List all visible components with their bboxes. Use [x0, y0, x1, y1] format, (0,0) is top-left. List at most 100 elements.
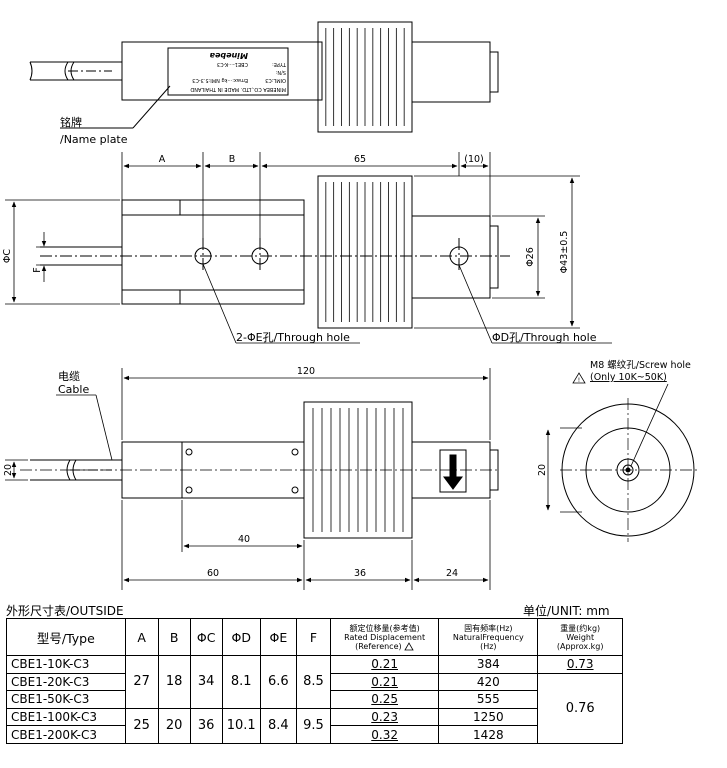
- bellows-ribs: [325, 28, 405, 126]
- cell-displacement: 0.25: [329, 690, 440, 709]
- dim-phi43: Φ43±0.5: [559, 231, 570, 274]
- dim-20-right: 20: [537, 464, 548, 476]
- load-direction-box: [439, 449, 467, 493]
- nameplate-mfr: MINEBEA CO.,LTD. MADE IN THAILAND: [190, 86, 286, 92]
- callout-through-hole-d: ΦD孔/Through hole: [492, 331, 597, 344]
- cell-c: 34: [189, 655, 223, 709]
- dim-65: 65: [354, 154, 366, 165]
- header-disp-cn: 额定位移量(参考值): [349, 623, 420, 633]
- bottom-dimension-labels: 120 20 40 60 36 24 电缆 Cable: [3, 366, 458, 579]
- cell-frequency: 1428: [438, 725, 539, 744]
- load-direction-arrow-icon: [443, 454, 463, 490]
- cell-a: 27: [124, 655, 159, 709]
- cell-b: 18: [157, 655, 191, 709]
- cell-c: 36: [189, 707, 223, 744]
- dim-a: A: [159, 154, 166, 165]
- nameplate-year: OIML:C3: [265, 77, 286, 83]
- cell-type: CBE1-20K-C3: [6, 672, 126, 692]
- header-weight-en2: (Approx.kg): [556, 641, 604, 651]
- dim-36: 36: [354, 568, 366, 579]
- nameplate-text: MINEBEA CO.,LTD. MADE IN THAILAND OIML:C…: [190, 51, 287, 92]
- header-disp-en2-wrap: (Reference): [331, 642, 438, 651]
- header-c: ΦC: [189, 618, 223, 656]
- end-view-labels: 20 M8 螺纹孔/Screw hole (Only 10K~50K) !: [537, 359, 691, 476]
- bottom-screw-2: [185, 486, 193, 494]
- header-type: 型号/Type: [6, 618, 126, 656]
- dim-b: B: [229, 154, 236, 165]
- dim-40: 40: [238, 534, 250, 545]
- header-f: F: [295, 618, 331, 656]
- dim-10: (10): [464, 154, 484, 165]
- table-row: CBE1-200K-C3 0.32 1428: [6, 725, 623, 744]
- table-title: 外形尺寸表/OUTSIDE: [6, 604, 124, 618]
- cell-f: 8.5: [295, 655, 331, 709]
- front-dimension-labels: A B 65 (10) ΦC F Φ26 Φ43±0.5 2-ΦE孔/Throu…: [2, 154, 597, 344]
- cell-frequency: 420: [438, 672, 539, 692]
- nameplate-model: CBE1-···K-C3: [217, 61, 248, 67]
- cell-d: 8.1: [221, 655, 261, 709]
- front-centerline: [40, 238, 510, 272]
- cell-displacement: 0.32: [329, 725, 440, 744]
- nameplate-leader: 铭牌 /Name plate: [60, 85, 171, 146]
- cell-type: CBE1-100K-C3: [6, 707, 126, 727]
- bottom-screw-4: [291, 486, 299, 494]
- table-row: CBE1-100K-C3 25 20 36 10.1 8.4 9.5 0.23 …: [6, 707, 623, 744]
- top-end: [411, 41, 491, 103]
- cell-displacement: 0.21: [329, 672, 440, 692]
- callout-screw-hole: M8 螺纹孔/Screw hole: [590, 359, 691, 371]
- top-body: [121, 41, 323, 101]
- table-row: CBE1-20K-C3 0.21 420 0.76: [6, 672, 623, 744]
- cell-frequency: 555: [438, 690, 539, 709]
- bottom-screw-3: [291, 448, 299, 456]
- nameplate-type: TYPE:: [272, 61, 287, 67]
- dimension-table: 型号/Type A B ΦC ΦD ΦE F 额定位移量(参考值) Rated …: [6, 618, 623, 744]
- cell-weight: 0.73: [537, 655, 623, 674]
- dim-120: 120: [297, 366, 315, 377]
- header-weight-cn: 重量(约kg): [560, 623, 601, 633]
- dim-f: F: [32, 267, 43, 272]
- nameplate-brand: Minebea: [210, 51, 248, 60]
- table-unit: 单位/UNIT: mm: [523, 604, 610, 618]
- bottom-dimensions: [5, 368, 491, 590]
- through-hole-e-2: [251, 247, 269, 265]
- dim-20-left: 20: [3, 464, 14, 476]
- cell-displacement: 0.23: [329, 707, 440, 727]
- callout-through-hole-e: 2-ΦE孔/Through hole: [236, 331, 350, 344]
- dim-phi-c: ΦC: [2, 249, 13, 263]
- header-a: A: [124, 618, 159, 656]
- header-e: ΦE: [259, 618, 297, 656]
- front-end: [411, 215, 491, 299]
- bottom-view: [20, 401, 500, 539]
- technical-drawing: MINEBEA CO.,LTD. MADE IN THAILAND OIML:C…: [2, 21, 700, 590]
- warning-triangle-icon: [404, 641, 414, 650]
- cell-displacement: 0.21: [329, 655, 440, 674]
- front-body: [121, 199, 305, 305]
- header-weight: 重量(约kg) Weight (Approx.kg): [537, 618, 623, 656]
- dim-24: 24: [446, 568, 458, 579]
- cable-label-cn: 电缆: [58, 370, 80, 383]
- cell-type: CBE1-50K-C3: [6, 690, 126, 709]
- nameplate-box: [167, 47, 289, 96]
- cable-label-en: Cable: [58, 383, 89, 396]
- table-row: CBE1-50K-C3 0.25 555: [6, 690, 623, 709]
- header-displacement: 额定位移量(参考值) Rated Displacement (Reference…: [329, 618, 440, 656]
- warning-triangle-icon: [572, 372, 586, 384]
- header-frequency: 固有频率(Hz) NaturalFrequency (Hz): [438, 618, 539, 656]
- header-weight-en1: Weight: [566, 632, 595, 642]
- cell-b: 20: [157, 707, 191, 744]
- header-freq-en1: NaturalFrequency: [452, 632, 524, 642]
- header-freq-en2: (Hz): [480, 641, 497, 651]
- dim-60: 60: [207, 568, 219, 579]
- nameplate-label-cn: 铭牌: [60, 115, 82, 129]
- table-header-row: 型号/Type A B ΦC ΦD ΦE F 额定位移量(参考值) Rated …: [6, 618, 623, 656]
- header-freq-cn: 固有频率(Hz): [464, 623, 513, 633]
- cell-a: 25: [124, 707, 159, 744]
- cell-frequency: 1250: [438, 707, 539, 727]
- dim-phi26: Φ26: [525, 247, 536, 267]
- bellows-ribs: [325, 182, 405, 322]
- bottom-screw-1: [185, 448, 193, 456]
- callout-screw-only: (Only 10K~50K): [590, 372, 667, 383]
- cell-frequency: 384: [438, 655, 539, 674]
- front-dimensions: [5, 152, 612, 344]
- nameplate-cap: Emax:···kg NMI:5.3-C3: [192, 77, 248, 83]
